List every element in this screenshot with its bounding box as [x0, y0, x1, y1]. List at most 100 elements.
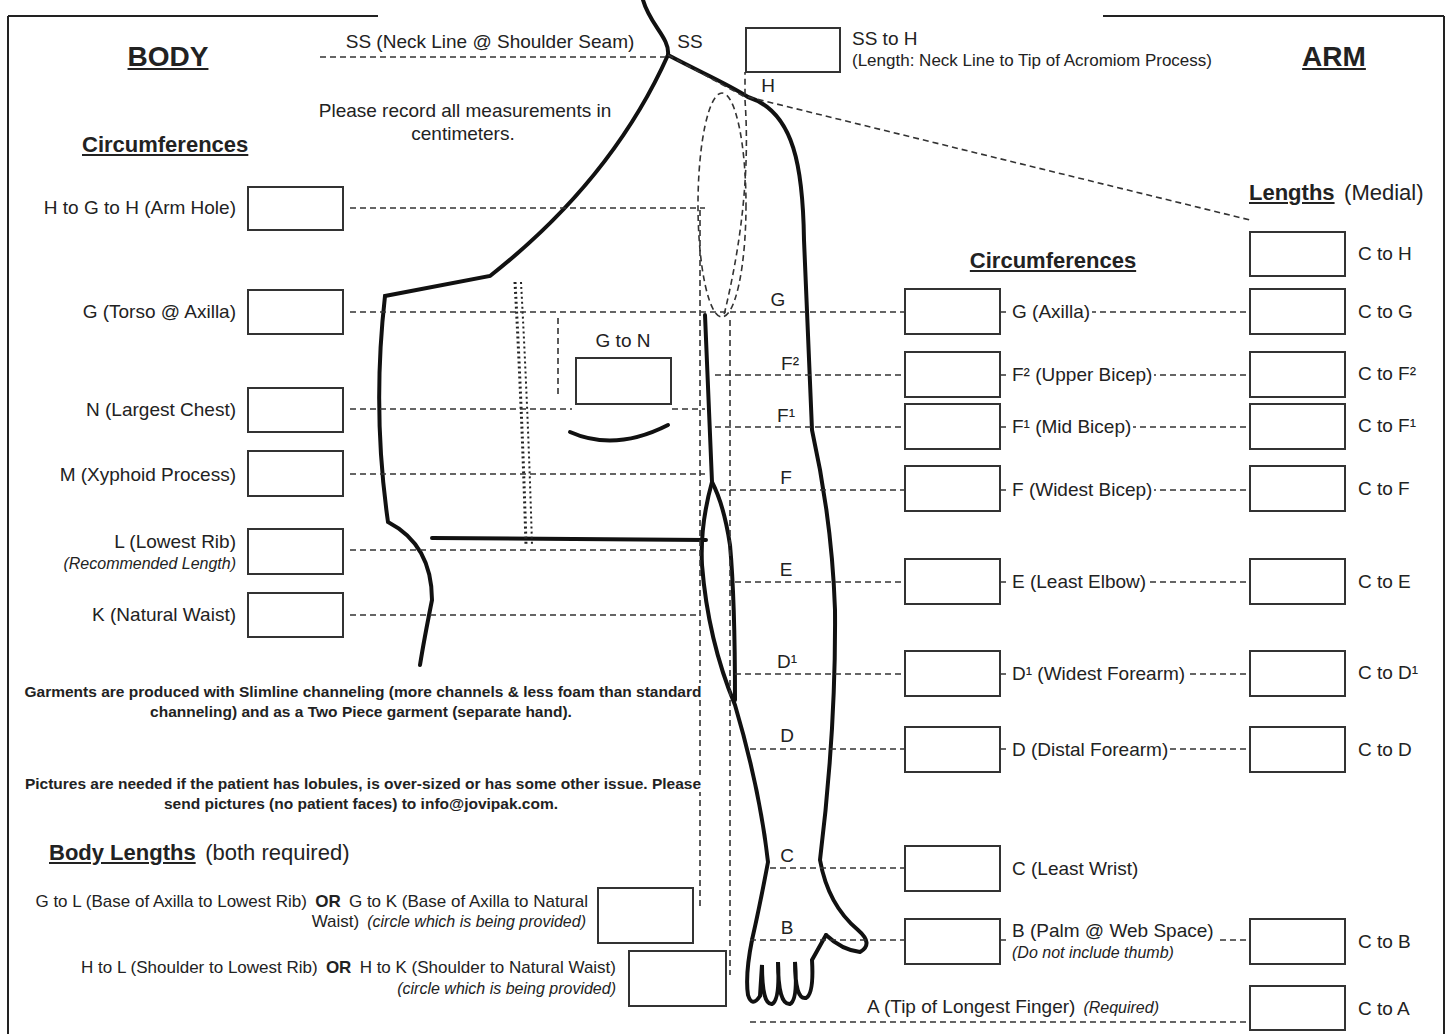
form-label: Pictures are needed if the patient has l… — [23, 775, 701, 812]
label-group: G — [769, 289, 788, 312]
entry-box — [904, 465, 1001, 512]
label-group: G to N — [594, 330, 653, 353]
form-label: H to K (Shoulder to Natural Waist) — [358, 958, 618, 977]
form-label: C to D¹ — [1356, 662, 1420, 683]
label-group: F² — [779, 353, 801, 376]
label-group: D — [778, 725, 796, 748]
entry-box — [904, 288, 1001, 335]
form-label: B (Palm @ Web Space) — [1010, 920, 1216, 943]
form-label: SS — [675, 31, 704, 52]
form-label: C to E — [1356, 571, 1413, 592]
form-label: (circle which is being provided) — [365, 913, 588, 930]
form-label: G (Torso @ Axilla) — [81, 301, 238, 322]
form-label: H to L (Shoulder to Lowest Rib) — [79, 958, 320, 977]
label-group: SS (Neck Line @ Shoulder Seam) — [344, 31, 637, 54]
label-group: BODY — [126, 40, 211, 74]
label-group: H to L (Shoulder to Lowest Rib)ORH to K … — [78, 958, 618, 998]
form-label: C to A — [1356, 998, 1412, 1019]
label-group: A (Tip of Longest Finger)(Required) — [865, 996, 1161, 1019]
label-group: Circumferences — [80, 132, 250, 158]
form-label: B — [779, 917, 796, 938]
label-group: G to L (Base of Axilla to Lowest Rib)ORG… — [13, 892, 588, 933]
form-label: A (Tip of Longest Finger) — [865, 996, 1077, 1017]
form-label: H to G to H (Arm Hole) — [42, 197, 238, 218]
entry-box — [904, 918, 1001, 965]
entry-box — [1249, 351, 1346, 398]
label-group: C to E — [1356, 571, 1413, 594]
label-group: Pictures are needed if the patient has l… — [12, 774, 712, 813]
label-group: C to G — [1356, 301, 1415, 324]
form-label: (Medial) — [1342, 180, 1425, 205]
form-label: C to G — [1356, 301, 1415, 322]
form-label: SS (Neck Line @ Shoulder Seam) — [344, 31, 637, 52]
entry-box — [904, 351, 1001, 398]
form-label: F¹ (Mid Bicep) — [1010, 416, 1133, 437]
form-label: D — [778, 725, 796, 746]
label-group: G (Axilla) — [1010, 301, 1092, 324]
form-label: N (Largest Chest) — [84, 399, 238, 420]
entry-box — [1249, 231, 1346, 277]
form-label: BODY — [126, 41, 211, 72]
label-group: H to G to H (Arm Hole) — [42, 197, 238, 220]
entry-box — [904, 558, 1001, 605]
label-group: C (Least Wrist) — [1010, 858, 1140, 881]
label-group: C to F¹ — [1356, 415, 1418, 438]
entry-box — [247, 186, 344, 231]
label-group: C — [778, 845, 796, 868]
form-label: C to H — [1356, 243, 1414, 264]
label-group: C to A — [1356, 998, 1412, 1021]
form-label: G to N — [594, 330, 653, 351]
form-label: D (Distal Forearm) — [1010, 739, 1170, 760]
form-label: (Recommended Length) — [61, 554, 238, 573]
form-label: Circumferences — [968, 248, 1138, 273]
entry-box — [1249, 288, 1346, 335]
label-group: G (Torso @ Axilla) — [81, 301, 238, 324]
form-label: E (Least Elbow) — [1010, 571, 1148, 592]
label-group: L (Lowest Rib)(Recommended Length) — [61, 531, 238, 573]
label-group: N (Largest Chest) — [84, 399, 238, 422]
label-group: F — [778, 467, 794, 490]
entry-box — [575, 357, 672, 405]
label-group: D¹ (Widest Forearm) — [1010, 663, 1187, 686]
entry-box — [904, 726, 1001, 773]
form-label: C to F¹ — [1356, 415, 1418, 436]
entry-box — [1249, 558, 1346, 605]
label-group: Lengths(Medial) — [1247, 180, 1426, 206]
form-label: G — [769, 289, 788, 310]
form-label: Garments are produced with Slimline chan… — [23, 683, 702, 720]
label-group: F¹ (Mid Bicep) — [1010, 416, 1133, 439]
label-group: SS — [675, 31, 704, 54]
form-label: OR — [324, 958, 354, 977]
entry-box — [597, 887, 694, 944]
form-label: D¹ — [775, 651, 799, 672]
form-label: C (Least Wrist) — [1010, 858, 1140, 879]
entry-box — [1249, 403, 1346, 450]
form-label: C to B — [1356, 931, 1413, 952]
label-group: E (Least Elbow) — [1010, 571, 1148, 594]
entry-box — [247, 450, 344, 497]
entry-box — [1249, 985, 1346, 1031]
form-label: Please record all measurements in centim… — [317, 100, 612, 144]
label-group: C to B — [1356, 931, 1413, 954]
form-label: C to F² — [1356, 363, 1418, 384]
form-label: F (Widest Bicep) — [1010, 479, 1154, 500]
entry-box — [247, 528, 344, 575]
entry-box — [247, 289, 344, 335]
label-group: C to F² — [1356, 363, 1418, 386]
label-group: D¹ — [775, 651, 799, 674]
form-label: (both required) — [203, 840, 351, 865]
form-label: C to F — [1356, 478, 1412, 499]
label-group: C to F — [1356, 478, 1412, 501]
label-group: C to D — [1356, 739, 1414, 762]
entry-box — [1249, 726, 1346, 773]
label-group: C to D¹ — [1356, 662, 1420, 685]
form-label: Body Lengths — [47, 840, 198, 865]
form-label: L (Lowest Rib) — [61, 531, 238, 554]
entry-box — [904, 845, 1001, 892]
form-label: (circle which is being provided) — [395, 980, 618, 997]
label-group: H — [759, 75, 777, 98]
label-group: M (Xyphoid Process) — [58, 464, 238, 487]
entry-box — [628, 950, 727, 1007]
label-group: C to H — [1356, 243, 1414, 266]
